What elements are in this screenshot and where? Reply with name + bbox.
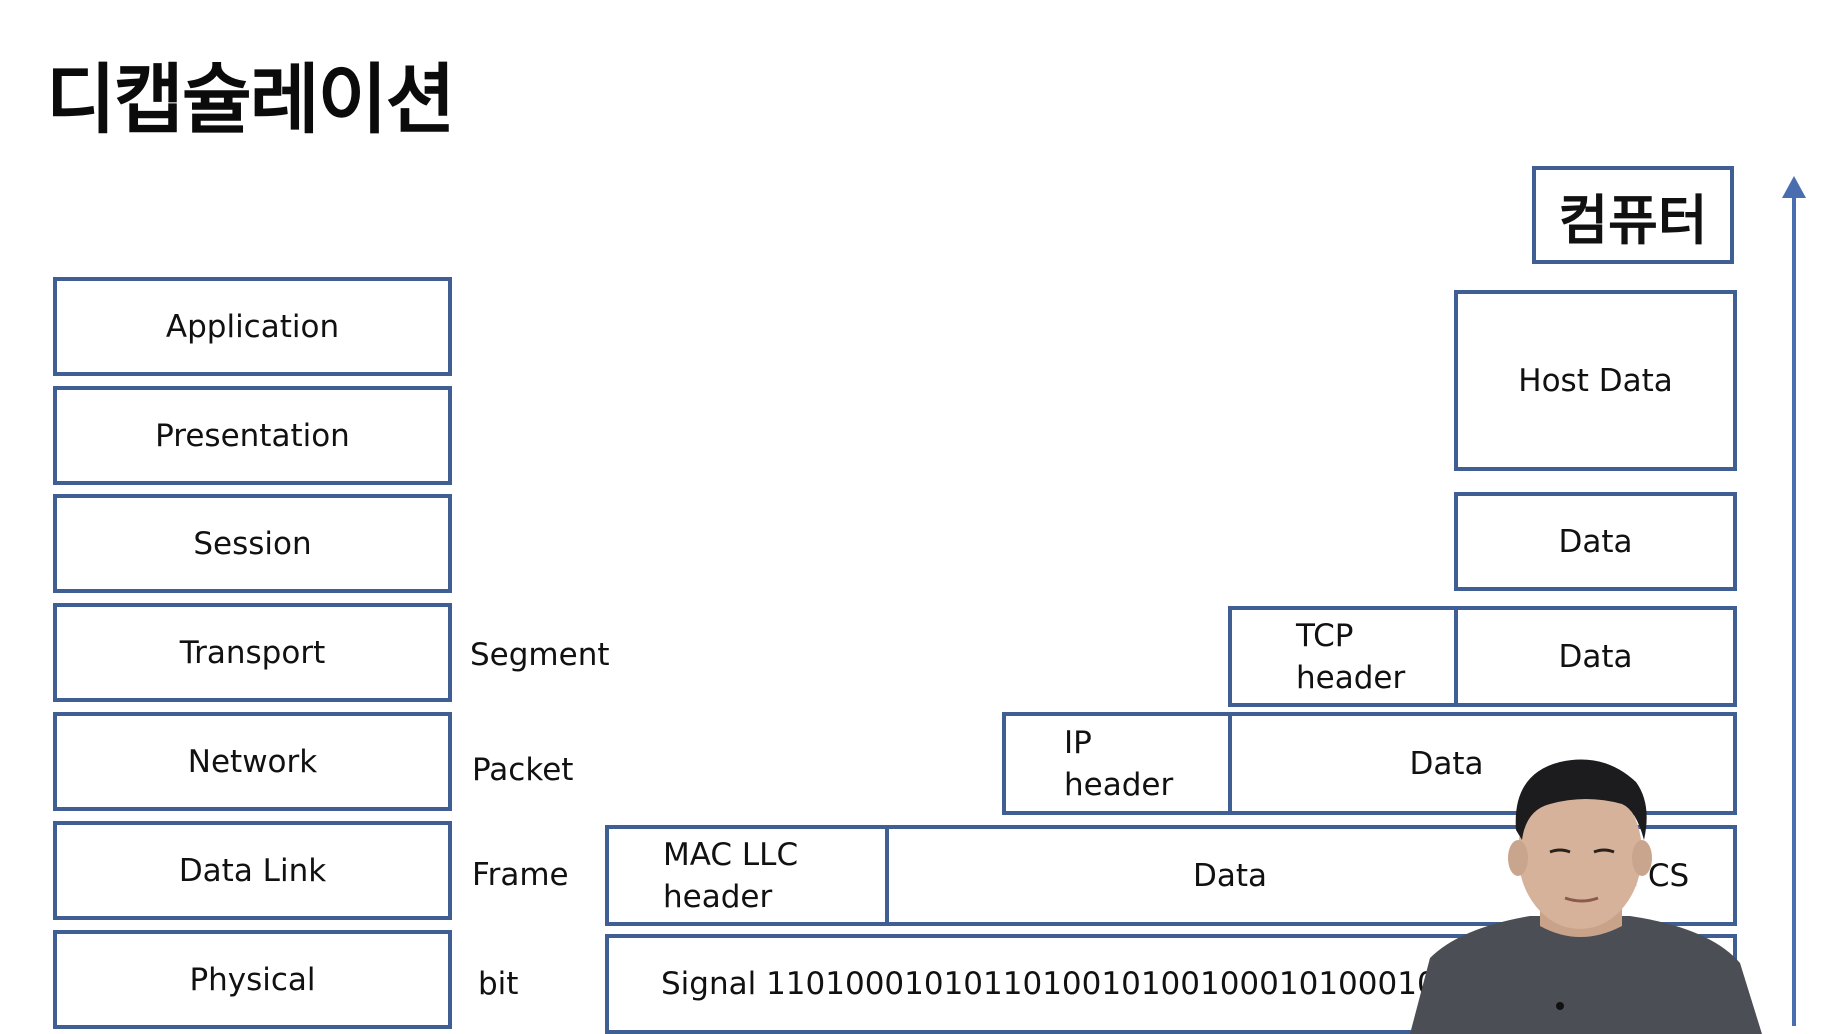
layer-session: Session [53, 494, 452, 593]
tcp-header-line2: header [1296, 659, 1406, 696]
layer-label: Session [193, 525, 312, 562]
pdu-bit: bit [478, 966, 519, 1002]
data-label: Data [1409, 745, 1484, 782]
layer-application: Application [53, 277, 452, 376]
ip-header-box: IP header [1002, 712, 1232, 815]
segment-data-box: Data [1454, 606, 1737, 707]
layer-label: Network [187, 743, 318, 780]
data-label: Data [1558, 638, 1633, 675]
signal-label: Signal 110100010101101001010010001010001… [661, 966, 1516, 1002]
layer-presentation: Presentation [53, 386, 452, 485]
tcp-header-box: TCP header [1228, 606, 1458, 707]
host-data-box: Host Data [1454, 290, 1737, 471]
mac-llc-header-box: MAC LLC header [605, 825, 889, 926]
pdu-frame: Frame [472, 857, 569, 893]
layer-label: Data Link [178, 852, 327, 889]
mac-header-line1: MAC LLC [663, 836, 799, 873]
layer-transport: Transport [53, 603, 452, 702]
pdu-segment: Segment [470, 637, 610, 673]
layer-label: Transport [179, 634, 326, 671]
presenter-video [1390, 748, 1770, 1034]
tcp-header-line1: TCP [1296, 617, 1354, 654]
layer-data-link: Data Link [53, 821, 452, 920]
pdu-packet: Packet [472, 752, 574, 788]
computer-label-box: 컴퓨터 [1532, 166, 1734, 264]
layer-label: Presentation [155, 417, 350, 454]
packet-data-box: Data [1228, 712, 1737, 815]
data-label: Data [1558, 523, 1633, 560]
mac-header-line2: header [663, 878, 773, 915]
ip-header-line2: header [1064, 766, 1174, 803]
layer-network: Network [53, 712, 452, 811]
arrow-head-icon [1782, 176, 1806, 198]
layer-label: Physical [189, 961, 316, 998]
layer-label: Application [165, 308, 340, 345]
frame-data-label: Data [1193, 858, 1268, 894]
computer-label: 컴퓨터 [1558, 188, 1708, 252]
layer-physical: Physical [53, 930, 452, 1029]
presenter-image [1410, 759, 1762, 1034]
ip-header-line1: IP [1064, 724, 1092, 761]
session-data-box: Data [1454, 492, 1737, 591]
decapsulation-up-arrow [1782, 176, 1806, 1026]
page-title: 디캡슐레이션 [46, 55, 456, 144]
host-data-label: Host Data [1518, 362, 1673, 399]
